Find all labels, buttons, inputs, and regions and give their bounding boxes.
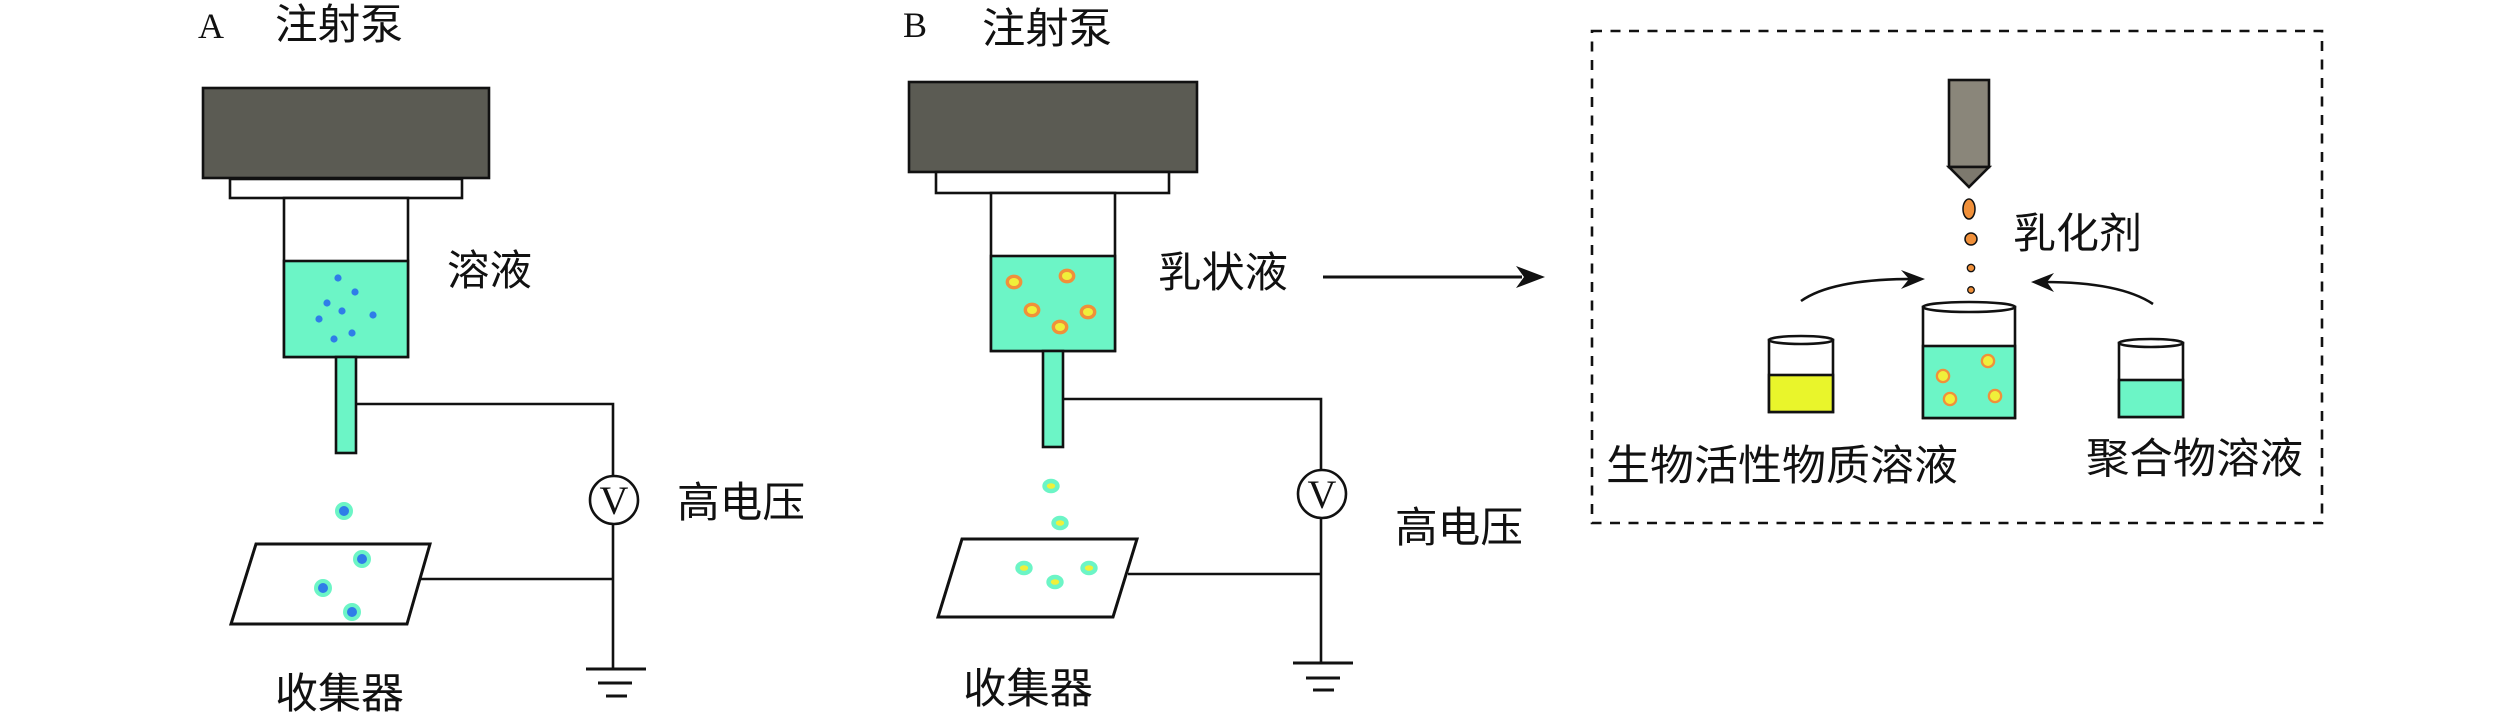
panel-b-emulsion-label: 乳状液 — [1158, 248, 1288, 297]
droplet-core — [1983, 356, 1993, 366]
particle — [348, 329, 356, 337]
circuit-wire-top — [356, 402, 615, 476]
beaker-rim — [2117, 337, 2185, 349]
collected-droplets — [1015, 560, 1098, 590]
droplet-core — [1084, 565, 1094, 571]
panel-a-solution-label: 溶液 — [447, 246, 532, 295]
droplet-core — [1990, 391, 2000, 401]
syringe-needle — [334, 355, 358, 455]
droplet-core — [1055, 520, 1065, 526]
emulsifier-label: 乳化剂 — [2013, 209, 2142, 258]
emulsion-droplets — [1935, 353, 2003, 407]
collected-particles — [314, 550, 371, 621]
particle-core — [339, 506, 349, 516]
emulsifier-nozzle-icon — [1945, 78, 1993, 189]
panel-a-label: A — [198, 6, 224, 46]
syringe-solution — [282, 259, 410, 359]
droplet-core — [1938, 371, 1948, 381]
syringe-pump-body — [907, 80, 1199, 174]
beaker-liquid — [2117, 378, 2185, 419]
syringe-pump-plate — [934, 170, 1171, 195]
panel-b-label: B — [903, 5, 927, 45]
curved-arrow-left-icon — [1800, 270, 1925, 303]
panel-b-syringe-pump-label: 注射泵 — [982, 4, 1112, 53]
panel-b-collector-label: 收集器 — [963, 664, 1093, 713]
particle-core — [347, 607, 357, 617]
panel-b: B 注射泵 乳状液 V 高电 — [903, 4, 1545, 713]
droplet-core — [1019, 565, 1029, 571]
panel-a-syringe-pump-label: 注射泵 — [275, 0, 403, 49]
ground-icon — [1293, 661, 1353, 692]
particle — [338, 307, 346, 315]
droplet-core — [1027, 306, 1037, 314]
falling-particle — [335, 502, 353, 520]
particle — [330, 335, 338, 343]
beaker-rim — [1767, 334, 1835, 346]
droplet-core — [1046, 483, 1056, 489]
voltmeter-icon: V — [588, 474, 640, 526]
particle — [351, 288, 359, 296]
bioactive-solution-beaker — [1767, 334, 1835, 414]
droplet-core — [1062, 272, 1072, 280]
polymer-solution-beaker — [2117, 337, 2185, 419]
voltmeter-symbol: V — [1308, 472, 1337, 517]
droplet-core — [1050, 579, 1060, 585]
arrow-head — [1516, 266, 1545, 288]
syringe-pump-plate — [228, 177, 464, 200]
particle — [315, 315, 323, 323]
syringe-needle — [1041, 349, 1065, 449]
arrow-head — [1901, 270, 1925, 289]
emulsifier-drop — [1967, 286, 1975, 294]
particle — [323, 299, 331, 307]
particle-core — [318, 583, 328, 593]
emulsion-droplets — [1005, 268, 1097, 335]
syringe-emulsion — [989, 254, 1117, 353]
voltmeter-icon: V — [1296, 468, 1348, 520]
voltmeter-circle — [588, 474, 640, 526]
droplet-core — [1083, 308, 1093, 316]
emulsifier-drop — [1966, 263, 1976, 273]
emulsion-beaker — [1921, 300, 2017, 420]
circuit-wire-top — [1063, 397, 1323, 470]
beaker-rim — [1921, 300, 2017, 314]
droplet-core — [1055, 323, 1065, 331]
voltmeter-circle — [1296, 468, 1348, 520]
arrow-head — [2031, 273, 2054, 292]
emulsion-preparation-inset: 乳化剂 — [1590, 29, 2324, 525]
droplet-core — [1009, 278, 1019, 286]
curved-arrow-right-icon — [2031, 273, 2154, 306]
bioactive-solution-label: 生物活性物质溶液 — [1606, 441, 1958, 490]
voltmeter-symbol: V — [600, 478, 629, 523]
panel-a: A 注射泵 溶液 V 高电压 — [198, 0, 805, 718]
panel-a-high-voltage-label: 高电压 — [677, 478, 805, 527]
droplet-core — [1945, 394, 1955, 404]
falling-droplets — [1042, 478, 1069, 531]
arrow-right-icon — [1323, 266, 1545, 288]
solution-particles — [315, 274, 377, 343]
particle — [369, 311, 377, 319]
syringe-pump-body — [201, 86, 491, 180]
collector-plate — [935, 537, 1140, 619]
emulsifier-drops — [1962, 198, 1978, 294]
beaker-liquid — [1767, 373, 1835, 414]
panel-a-collector-label: 收集器 — [275, 669, 404, 718]
panel-b-high-voltage-label: 高电压 — [1395, 503, 1523, 552]
particle-core — [357, 554, 367, 564]
nozzle-body — [1947, 78, 1991, 169]
beaker-liquid — [1921, 344, 2017, 420]
nozzle-tip — [1945, 165, 1993, 189]
arrow-curve — [1800, 277, 1913, 303]
particle — [334, 274, 342, 282]
polymer-solution-label: 聚合物溶液 — [2086, 434, 2303, 483]
ground-icon — [586, 667, 646, 698]
arrow-curve — [2043, 280, 2154, 306]
emulsifier-drop — [1962, 198, 1976, 220]
emulsifier-drop — [1964, 232, 1978, 246]
